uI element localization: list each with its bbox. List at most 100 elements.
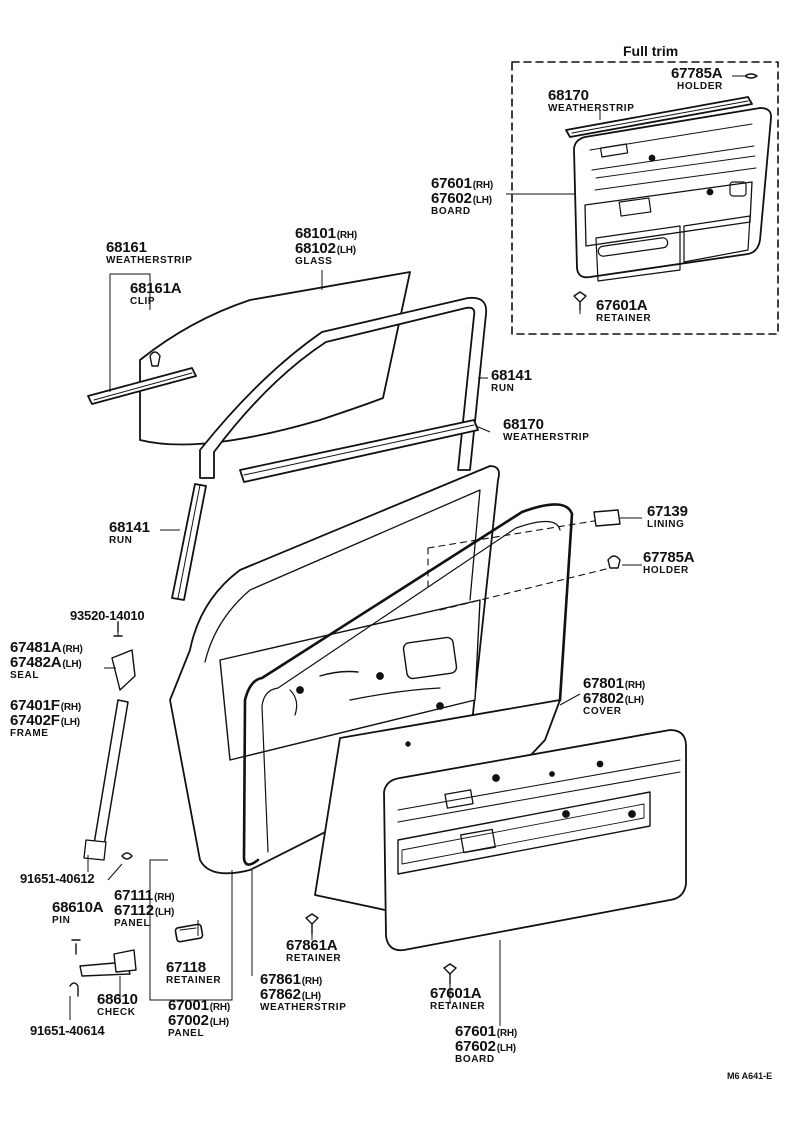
part-number: 91651-40612 [20, 871, 95, 886]
callout-67001-panel: 67001(RH) 67002(LH) PANEL [168, 998, 230, 1039]
side-suffix: (RH) [336, 230, 358, 241]
part-name: RETAINER [166, 975, 222, 986]
callout-68170-weatherstrip-mid: 68170 WEATHERSTRIP [503, 417, 589, 443]
side-suffix: (RH) [62, 644, 83, 655]
part-name: WEATHERSTRIP [260, 1002, 347, 1013]
part-number: 67602 [431, 190, 472, 207]
front-run-channel [171, 483, 207, 601]
part-name: GLASS [295, 256, 333, 267]
part-number: 67601 [431, 175, 472, 192]
part-number: 67482A [10, 654, 62, 671]
part-name: COVER [583, 706, 622, 717]
side-suffix: (LH) [209, 1017, 229, 1028]
full-trim-title: Full trim [623, 43, 679, 59]
part-number: 68101 [295, 225, 336, 242]
part-name: FRAME [10, 728, 49, 739]
callout-67801-cover: 67801(RH) 67802(LH) COVER [583, 676, 645, 717]
callout-67601A-retainer-top: 67601A RETAINER [596, 298, 651, 324]
part-number: 67601A [596, 297, 648, 314]
part-number: 67111 [114, 887, 154, 904]
part-name: HOLDER [677, 81, 723, 92]
side-suffix: (RH) [496, 1028, 518, 1039]
callout-68161-weatherstrip: 68161 WEATHERSTRIP [106, 240, 192, 266]
side-suffix: (LH) [336, 245, 356, 256]
side-suffix: (RH) [472, 180, 494, 191]
side-suffix: (LH) [301, 991, 321, 1002]
part-number: 67401F [10, 697, 60, 714]
part-name: HOLDER [643, 565, 689, 576]
part-number: 67861A [286, 937, 338, 954]
callout-68610A-pin: 68610A PIN [52, 900, 104, 926]
part-number: 67601 [455, 1023, 496, 1040]
part-number: 68141 [491, 367, 532, 384]
side-suffix: (RH) [154, 892, 175, 903]
part-name: PANEL [168, 1028, 205, 1039]
side-suffix: (LH) [496, 1043, 516, 1054]
callout-67401F-frame: 67401F(RH) 67402F(LH) FRAME [10, 698, 81, 739]
callout-68141-run-right: 68141 RUN [491, 368, 532, 394]
leader-lines [69, 75, 744, 1026]
part-number: 67139 [647, 503, 688, 520]
part-number: 67601A [430, 985, 482, 1002]
part-name: CHECK [97, 1007, 136, 1018]
lining-and-holder [593, 509, 621, 569]
part-number: 68610 [97, 991, 138, 1008]
part-number: 67001 [168, 997, 209, 1014]
side-suffix: (LH) [472, 195, 492, 206]
part-number: 93520-14010 [70, 608, 145, 623]
assembly-guide-lines [427, 519, 611, 611]
callout-67785A-holder-mid: 67785A HOLDER [643, 549, 695, 576]
part-number: 68141 [109, 519, 150, 536]
left-hardware [69, 621, 457, 997]
callout-91651-40614: 91651-40614 [30, 1023, 105, 1038]
part-number: 68170 [503, 416, 544, 433]
part-number: 68170 [548, 87, 589, 104]
callout-67481A-seal: 67481A(RH) 67482A(LH) SEAL [10, 640, 83, 681]
callout-68141-run-left: 68141 RUN [109, 520, 150, 546]
side-suffix: (LH) [624, 695, 644, 706]
part-name: WEATHERSTRIP [503, 432, 590, 443]
part-name: BOARD [431, 206, 471, 217]
callout-68101-glass: 68101(RH) 68102(LH) GLASS [295, 226, 357, 267]
part-number: 67861 [260, 971, 301, 988]
diagram-reference-code: M6 A641-E [727, 1071, 773, 1081]
callout-68610-check: 68610 CHECK [97, 992, 138, 1018]
callout-68170-weatherstrip-top: 68170 WEATHERSTRIP [548, 88, 634, 114]
part-number: 67785A [671, 65, 723, 82]
glass-run-channel [199, 296, 488, 479]
part-number: 68161A [130, 280, 182, 297]
side-suffix: (RH) [60, 702, 82, 713]
part-name: RETAINER [596, 313, 652, 324]
part-number: 67481A [10, 639, 62, 656]
side-suffix: (RH) [209, 1002, 231, 1013]
side-suffix: (RH) [624, 680, 646, 691]
callout-67601-board-bottom: 67601(RH) 67602(LH) BOARD [455, 1024, 517, 1065]
callout-91651-40612: 91651-40612 [20, 871, 95, 886]
part-name: RUN [491, 383, 515, 394]
callout-67111-panel: 67111(RH) 67112(LH) PANEL [114, 887, 175, 929]
door-trim-board [383, 729, 687, 952]
side-suffix: (RH) [301, 976, 323, 987]
door-weatherstrip [242, 503, 574, 866]
part-name: RETAINER [430, 1001, 486, 1012]
part-number: 67802 [583, 690, 624, 707]
callout-67118-retainer: 67118 RETAINER [166, 960, 221, 986]
callout-67861A-retainer: 67861A RETAINER [286, 938, 341, 964]
part-number: 67118 [166, 959, 206, 976]
belt-weatherstrip [239, 419, 479, 483]
door-glass [139, 271, 411, 446]
callout-67139-lining: 67139 LINING [647, 504, 688, 530]
part-number: 67862 [260, 986, 301, 1003]
full-trim-inset [511, 61, 779, 335]
part-number: 68161 [106, 239, 147, 256]
part-number: 67801 [583, 675, 624, 692]
part-name: PANEL [114, 918, 151, 929]
part-number: 67402F [10, 712, 60, 729]
callout-67601-board-top: 67601(RH) 67602(LH) BOARD [431, 176, 493, 217]
part-name: PIN [52, 915, 71, 926]
part-number: 91651-40614 [30, 1023, 105, 1038]
part-number: 67785A [643, 549, 695, 566]
part-name: RETAINER [286, 953, 342, 964]
